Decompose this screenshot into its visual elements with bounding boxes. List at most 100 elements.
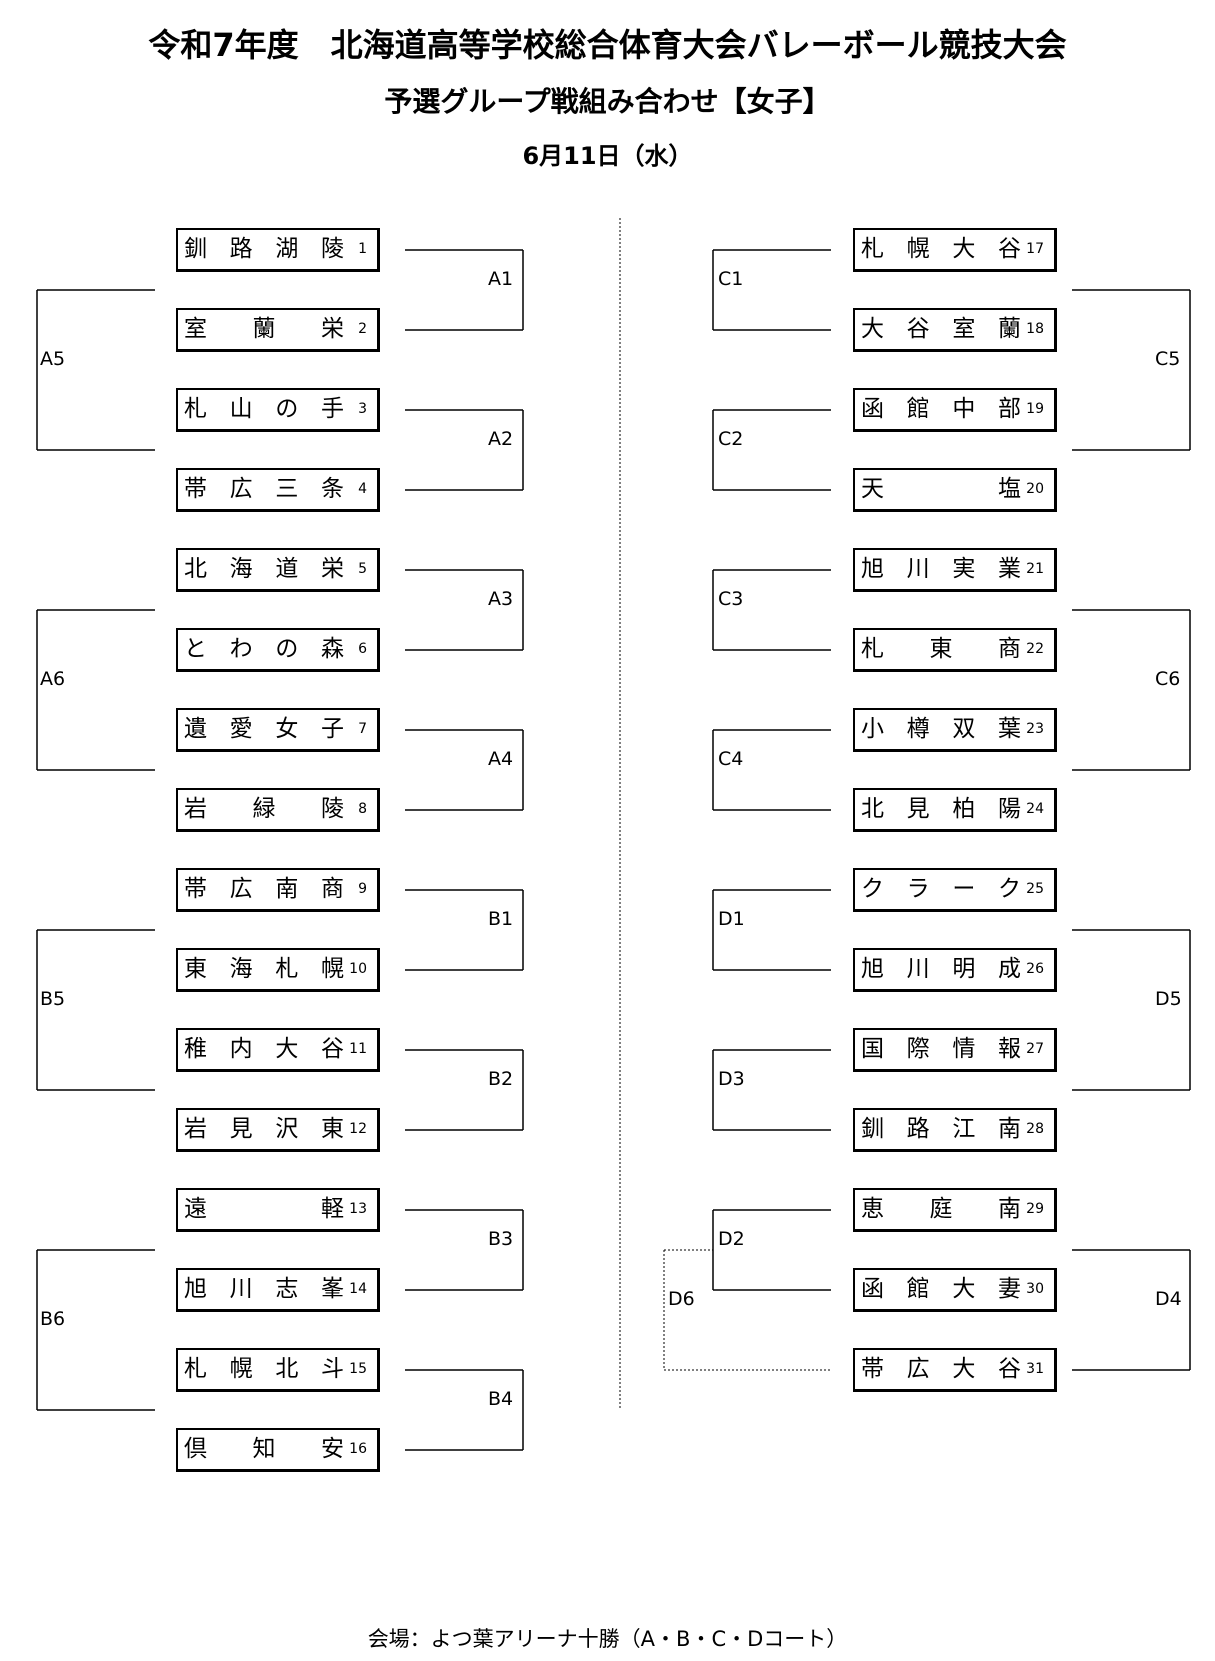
- team-name: 札幌大谷: [861, 230, 1021, 269]
- team-name-char: 小: [861, 716, 884, 742]
- team-number: 28: [1026, 1121, 1044, 1137]
- group-label-c5: C5: [1155, 348, 1181, 370]
- group-label-a6: A6: [40, 668, 66, 690]
- team-name-char: 札: [861, 236, 884, 262]
- team-name-char: 商: [320, 876, 344, 902]
- team-name-char: 川: [906, 956, 930, 982]
- team-name-char: ー: [952, 876, 976, 902]
- venue-note: 会場：よつ葉アリーナ十勝（A・B・C・Dコート）: [367, 1627, 848, 1651]
- page-subtitle: 予選グループ戦組み合わせ【女子】: [384, 85, 831, 118]
- match-date: 6月11日（水）: [522, 142, 693, 170]
- team-name-char: 道: [275, 556, 299, 582]
- team-name-char: 明: [952, 956, 976, 982]
- team-name-char: 広: [229, 876, 253, 902]
- team-name: 室蘭栄: [184, 310, 344, 349]
- team-name-char: 路: [229, 236, 253, 262]
- team-number: 21: [1026, 561, 1044, 577]
- team-name-char: 東: [929, 636, 953, 662]
- team-name-char: 報: [997, 1036, 1021, 1062]
- group-label-b2: B2: [488, 1068, 514, 1090]
- team-name: 北見柏陽: [861, 790, 1021, 829]
- group-label-c3: C3: [718, 588, 744, 610]
- team-name: 岩緑陵: [184, 790, 344, 829]
- group-label-b1: B1: [488, 908, 514, 930]
- team-name-char: 室: [952, 316, 976, 342]
- group-label-a1: A1: [488, 268, 514, 290]
- team-name-char: 幌: [229, 1356, 253, 1382]
- team-name-char: 斗: [320, 1356, 344, 1382]
- team-name-char: 釧: [184, 236, 207, 262]
- team-name-char: 大: [952, 1276, 976, 1302]
- team-name-char: 室: [184, 316, 207, 342]
- team-name-char: 山: [229, 396, 253, 422]
- team-name: 小樽双葉: [861, 710, 1021, 749]
- team-name-char: 志: [275, 1276, 299, 1302]
- team-name-char: 知: [252, 1436, 276, 1462]
- team-name-char: 谷: [906, 316, 930, 342]
- team-name-char: 帯: [184, 876, 207, 902]
- team-name-char: 際: [906, 1036, 930, 1062]
- team-name: 国際情報: [861, 1030, 1021, 1069]
- team-name-char: 江: [952, 1116, 976, 1142]
- team-name-char: 帯: [861, 1356, 884, 1382]
- team-name-char: 沢: [275, 1116, 299, 1142]
- team-box: 旭川実業 21: [853, 548, 1057, 592]
- team-name: 北海道栄: [184, 550, 344, 589]
- team-number: 27: [1026, 1041, 1044, 1057]
- team-number: 31: [1026, 1361, 1044, 1377]
- team-name: 東海札幌: [184, 950, 344, 989]
- team-name-char: 館: [906, 396, 930, 422]
- group-label-c6: C6: [1155, 668, 1181, 690]
- group-label-a5: A5: [40, 348, 66, 370]
- team-number: 14: [349, 1281, 367, 1297]
- team-name-char: ラ: [906, 876, 930, 902]
- team-name-char: 葉: [997, 716, 1021, 742]
- team-number: 15: [349, 1361, 367, 1377]
- team-name: とわの森: [184, 630, 344, 669]
- team-name: 釧路江南: [861, 1110, 1021, 1149]
- team-name-char: 札: [275, 956, 299, 982]
- team-name-char: 幌: [320, 956, 344, 982]
- team-name-char: 女: [275, 716, 299, 742]
- team-name-char: 条: [320, 476, 344, 502]
- group-label-d1: D1: [718, 908, 745, 930]
- team-name-char: 広: [229, 476, 253, 502]
- team-name-char: 塩: [998, 476, 1021, 502]
- group-label-c1: C1: [718, 268, 744, 290]
- team-name-char: 旭: [861, 956, 884, 982]
- group-label-d3: D3: [718, 1068, 745, 1090]
- team-number: 30: [1026, 1281, 1044, 1297]
- group-label-d2: D2: [718, 1228, 745, 1250]
- team-name: 大谷室蘭: [861, 310, 1021, 349]
- team-name: 旭川実業: [861, 550, 1021, 589]
- team-name-char: 南: [275, 876, 299, 902]
- team-name-char: 札: [861, 636, 884, 662]
- group-label-a2: A2: [488, 428, 514, 450]
- team-name: 帯広南商: [184, 870, 344, 909]
- group-label-b4: B4: [488, 1388, 514, 1410]
- team-number: 4: [358, 481, 367, 497]
- team-name: 恵庭南: [861, 1190, 1021, 1229]
- team-name-char: 南: [998, 1196, 1021, 1222]
- team-name-char: 北: [861, 796, 884, 822]
- group-label-d4: D4: [1155, 1288, 1182, 1310]
- team-name-char: 妻: [997, 1276, 1021, 1302]
- team-name-char: 札: [184, 1356, 207, 1382]
- team-name-char: 森: [320, 636, 344, 662]
- team-box: 釧路江南 28: [853, 1108, 1057, 1152]
- team-number: 12: [349, 1121, 367, 1137]
